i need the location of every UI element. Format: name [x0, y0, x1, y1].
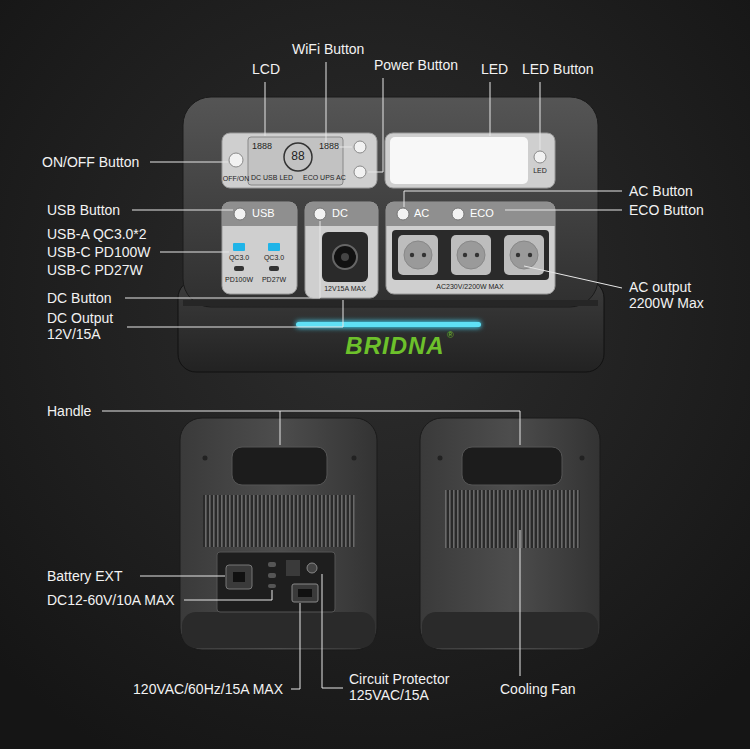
trademark-mark: ® [447, 330, 454, 340]
callout-label: Circuit Protector 125VAC/15A [349, 671, 489, 703]
callout-label: USB-C PD100W [47, 244, 150, 260]
panel-heading: USB [252, 207, 275, 220]
callout-label: LED [481, 61, 508, 77]
panel-heading: AC [414, 207, 429, 220]
callout-label: AC Button [629, 183, 693, 199]
callout-label: Power Button [374, 57, 458, 73]
callout-label: DC Output 12V/15A [47, 310, 133, 342]
callout-label: ECO Button [629, 202, 704, 218]
port-label: 12V15A MAX [324, 285, 366, 293]
port-label: AC230V/2200W MAX [436, 283, 503, 291]
leader-lines [102, 62, 622, 689]
lcd-indicator: DC USB LED [251, 174, 293, 182]
port-label: PD100W [225, 276, 253, 284]
brand-logo: BRIDNA [345, 332, 444, 360]
lcd-indicator: ECO UPS AC [303, 174, 346, 182]
callout-label: ON/OFF Button [42, 154, 139, 170]
callout-label: WiFi Button [292, 41, 364, 57]
callout-label: LED Button [522, 61, 594, 77]
port-label: QC3.0 [229, 254, 249, 262]
lcd-digits: 88 [291, 150, 304, 164]
callout-label: USB-A QC3.0*2 [47, 226, 147, 242]
callout-label: LCD [252, 61, 280, 77]
callout-label: USB Button [47, 202, 120, 218]
callout-label: DC Button [47, 290, 112, 306]
port-label: PD27W [262, 276, 286, 284]
callout-label: Handle [47, 403, 91, 419]
callout-label: USB-C PD27W [47, 262, 143, 278]
callout-label: DC12-60V/10A MAX [47, 592, 175, 608]
lcd-digits: 1888 [319, 141, 339, 151]
callout-label: Cooling Fan [500, 681, 576, 697]
button-label: OFF/ON [223, 175, 249, 183]
panel-heading: DC [332, 207, 348, 220]
callout-label: AC output 2200W Max [629, 279, 721, 311]
button-label: LED [533, 167, 547, 175]
panel-heading: ECO [470, 207, 494, 220]
callout-label: Battery EXT [47, 568, 122, 584]
lcd-digits: 1888 [252, 141, 272, 151]
callout-label: 120VAC/60Hz/15A MAX [133, 681, 283, 697]
port-label: QC3.0 [264, 254, 284, 262]
